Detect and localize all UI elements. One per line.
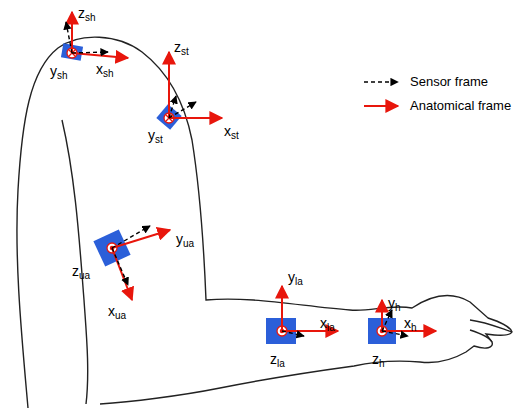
axis-label: yua [176, 232, 194, 249]
axis-label: xh [404, 316, 417, 333]
axis-label: xla [320, 316, 335, 333]
axis-label: zla [270, 352, 285, 369]
axis-label: xsh [96, 62, 114, 79]
axis-label: yla [288, 270, 303, 287]
arm-outline [17, 37, 512, 408]
axis-label: zua [72, 264, 90, 281]
axis-label: yh [388, 296, 401, 313]
axis-label: xua [108, 304, 126, 321]
legend-sample [364, 105, 398, 107]
legend-sample [364, 81, 398, 82]
anatomical-axis [72, 12, 436, 331]
axis-label: zst [174, 40, 189, 57]
axis-label: ysh [50, 64, 68, 81]
axis-label: xst [224, 124, 239, 141]
axis-label: zsh [78, 6, 96, 23]
legend-text: Sensor frame [410, 75, 488, 88]
axis-label: yst [148, 128, 163, 145]
axis-symbol [67, 48, 387, 336]
axis-label: zh [372, 352, 385, 369]
legend-text: Anatomical frame [410, 99, 511, 112]
sensor-axis [66, 22, 408, 336]
sensor-pad [61, 43, 396, 344]
